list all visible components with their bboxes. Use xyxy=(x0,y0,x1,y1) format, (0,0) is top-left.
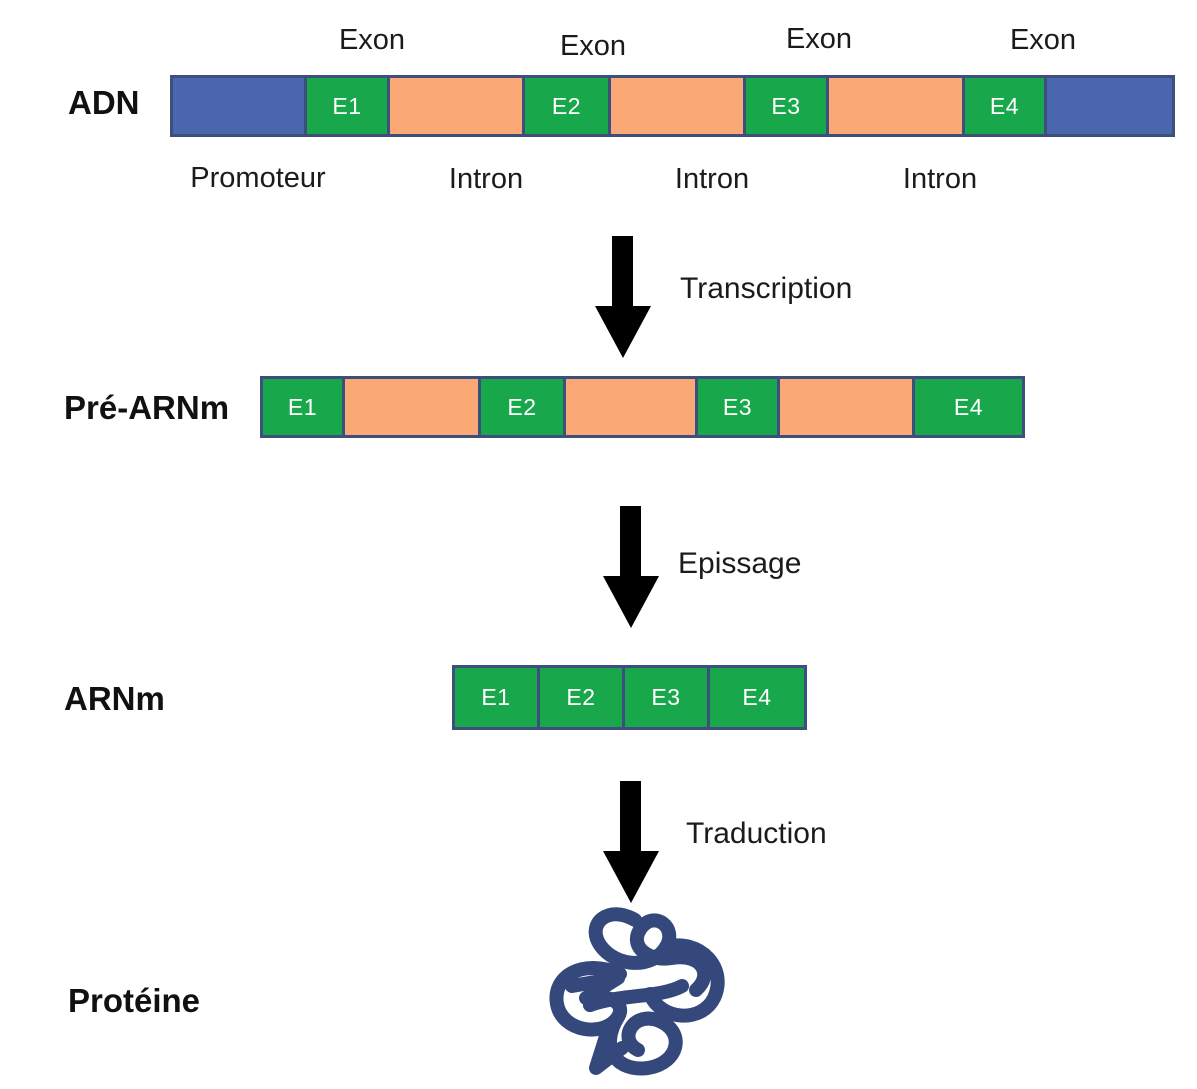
arnm-label: ARNm xyxy=(64,680,165,717)
intron-label-1: Intron xyxy=(448,163,524,195)
adn-segment-end xyxy=(1047,78,1172,134)
adn-segment-e2: E2 xyxy=(525,78,611,134)
pre-arnm-e1-label: E1 xyxy=(287,393,318,420)
adn-e1-label: E1 xyxy=(332,92,362,119)
pre-arnm-e4-label: E4 xyxy=(953,393,984,420)
pre-arnm-bar: E1 E2 E3 E4 xyxy=(260,376,1025,438)
transcription-label: Transcription xyxy=(680,272,853,305)
pre-arnm-label: Pré-ARNm xyxy=(64,389,230,426)
arnm-e1-label: E1 xyxy=(481,684,511,710)
adn-label: ADN xyxy=(68,84,140,121)
pre-arnm-segment-e3: E3 xyxy=(698,379,780,435)
arnm-e4-label: E4 xyxy=(742,684,772,710)
traduction-arrow-icon xyxy=(603,781,659,903)
adn-e2-label: E2 xyxy=(551,92,582,119)
intron-label-3: Intron xyxy=(902,163,978,195)
pre-arnm-segment-intron-1 xyxy=(345,379,481,435)
arnm-segment-e2: E2 xyxy=(540,668,625,727)
adn-segment-e4: E4 xyxy=(965,78,1047,134)
exon-header-1: Exon xyxy=(338,24,406,56)
pre-arnm-segment-e2: E2 xyxy=(481,379,566,435)
epissage-arrow-icon xyxy=(603,506,659,628)
adn-e4-label: E4 xyxy=(989,92,1020,119)
pre-arnm-segment-intron-3 xyxy=(780,379,915,435)
exon-header-4: Exon xyxy=(1009,24,1077,56)
pre-arnm-e2-label: E2 xyxy=(507,393,537,420)
arnm-segment-e1: E1 xyxy=(455,668,540,727)
adn-bar: E1 E2 E3 E4 xyxy=(170,75,1175,137)
pre-arnm-segment-intron-2 xyxy=(566,379,698,435)
adn-segment-intron-1 xyxy=(390,78,525,134)
pre-arnm-segment-e1: E1 xyxy=(263,379,345,435)
epissage-label: Epissage xyxy=(678,547,802,580)
protein-scribble-icon xyxy=(549,907,725,1076)
arnm-e2-label: E2 xyxy=(566,684,596,710)
pre-arnm-segment-e4: E4 xyxy=(915,379,1022,435)
arnm-bar: E1 E2 E3 E4 xyxy=(452,665,807,730)
transcription-arrow-icon xyxy=(595,236,651,358)
exon-header-3: Exon xyxy=(785,23,853,55)
pre-arnm-e3-label: E3 xyxy=(722,393,753,420)
intron-label-2: Intron xyxy=(674,163,750,195)
adn-segment-e1: E1 xyxy=(307,78,390,134)
adn-segment-promoteur xyxy=(173,78,307,134)
promoteur-label: Promoteur xyxy=(190,162,326,194)
traduction-label: Traduction xyxy=(686,817,827,850)
arnm-segment-e3: E3 xyxy=(625,668,710,727)
adn-e3-label: E3 xyxy=(771,92,801,119)
arnm-e3-label: E3 xyxy=(651,684,681,710)
adn-segment-e3: E3 xyxy=(746,78,829,134)
proteine-label: Protéine xyxy=(68,982,201,1019)
exon-header-2: Exon xyxy=(559,30,627,62)
adn-segment-intron-3 xyxy=(829,78,965,134)
adn-segment-intron-2 xyxy=(611,78,746,134)
arnm-segment-e4: E4 xyxy=(710,668,804,727)
